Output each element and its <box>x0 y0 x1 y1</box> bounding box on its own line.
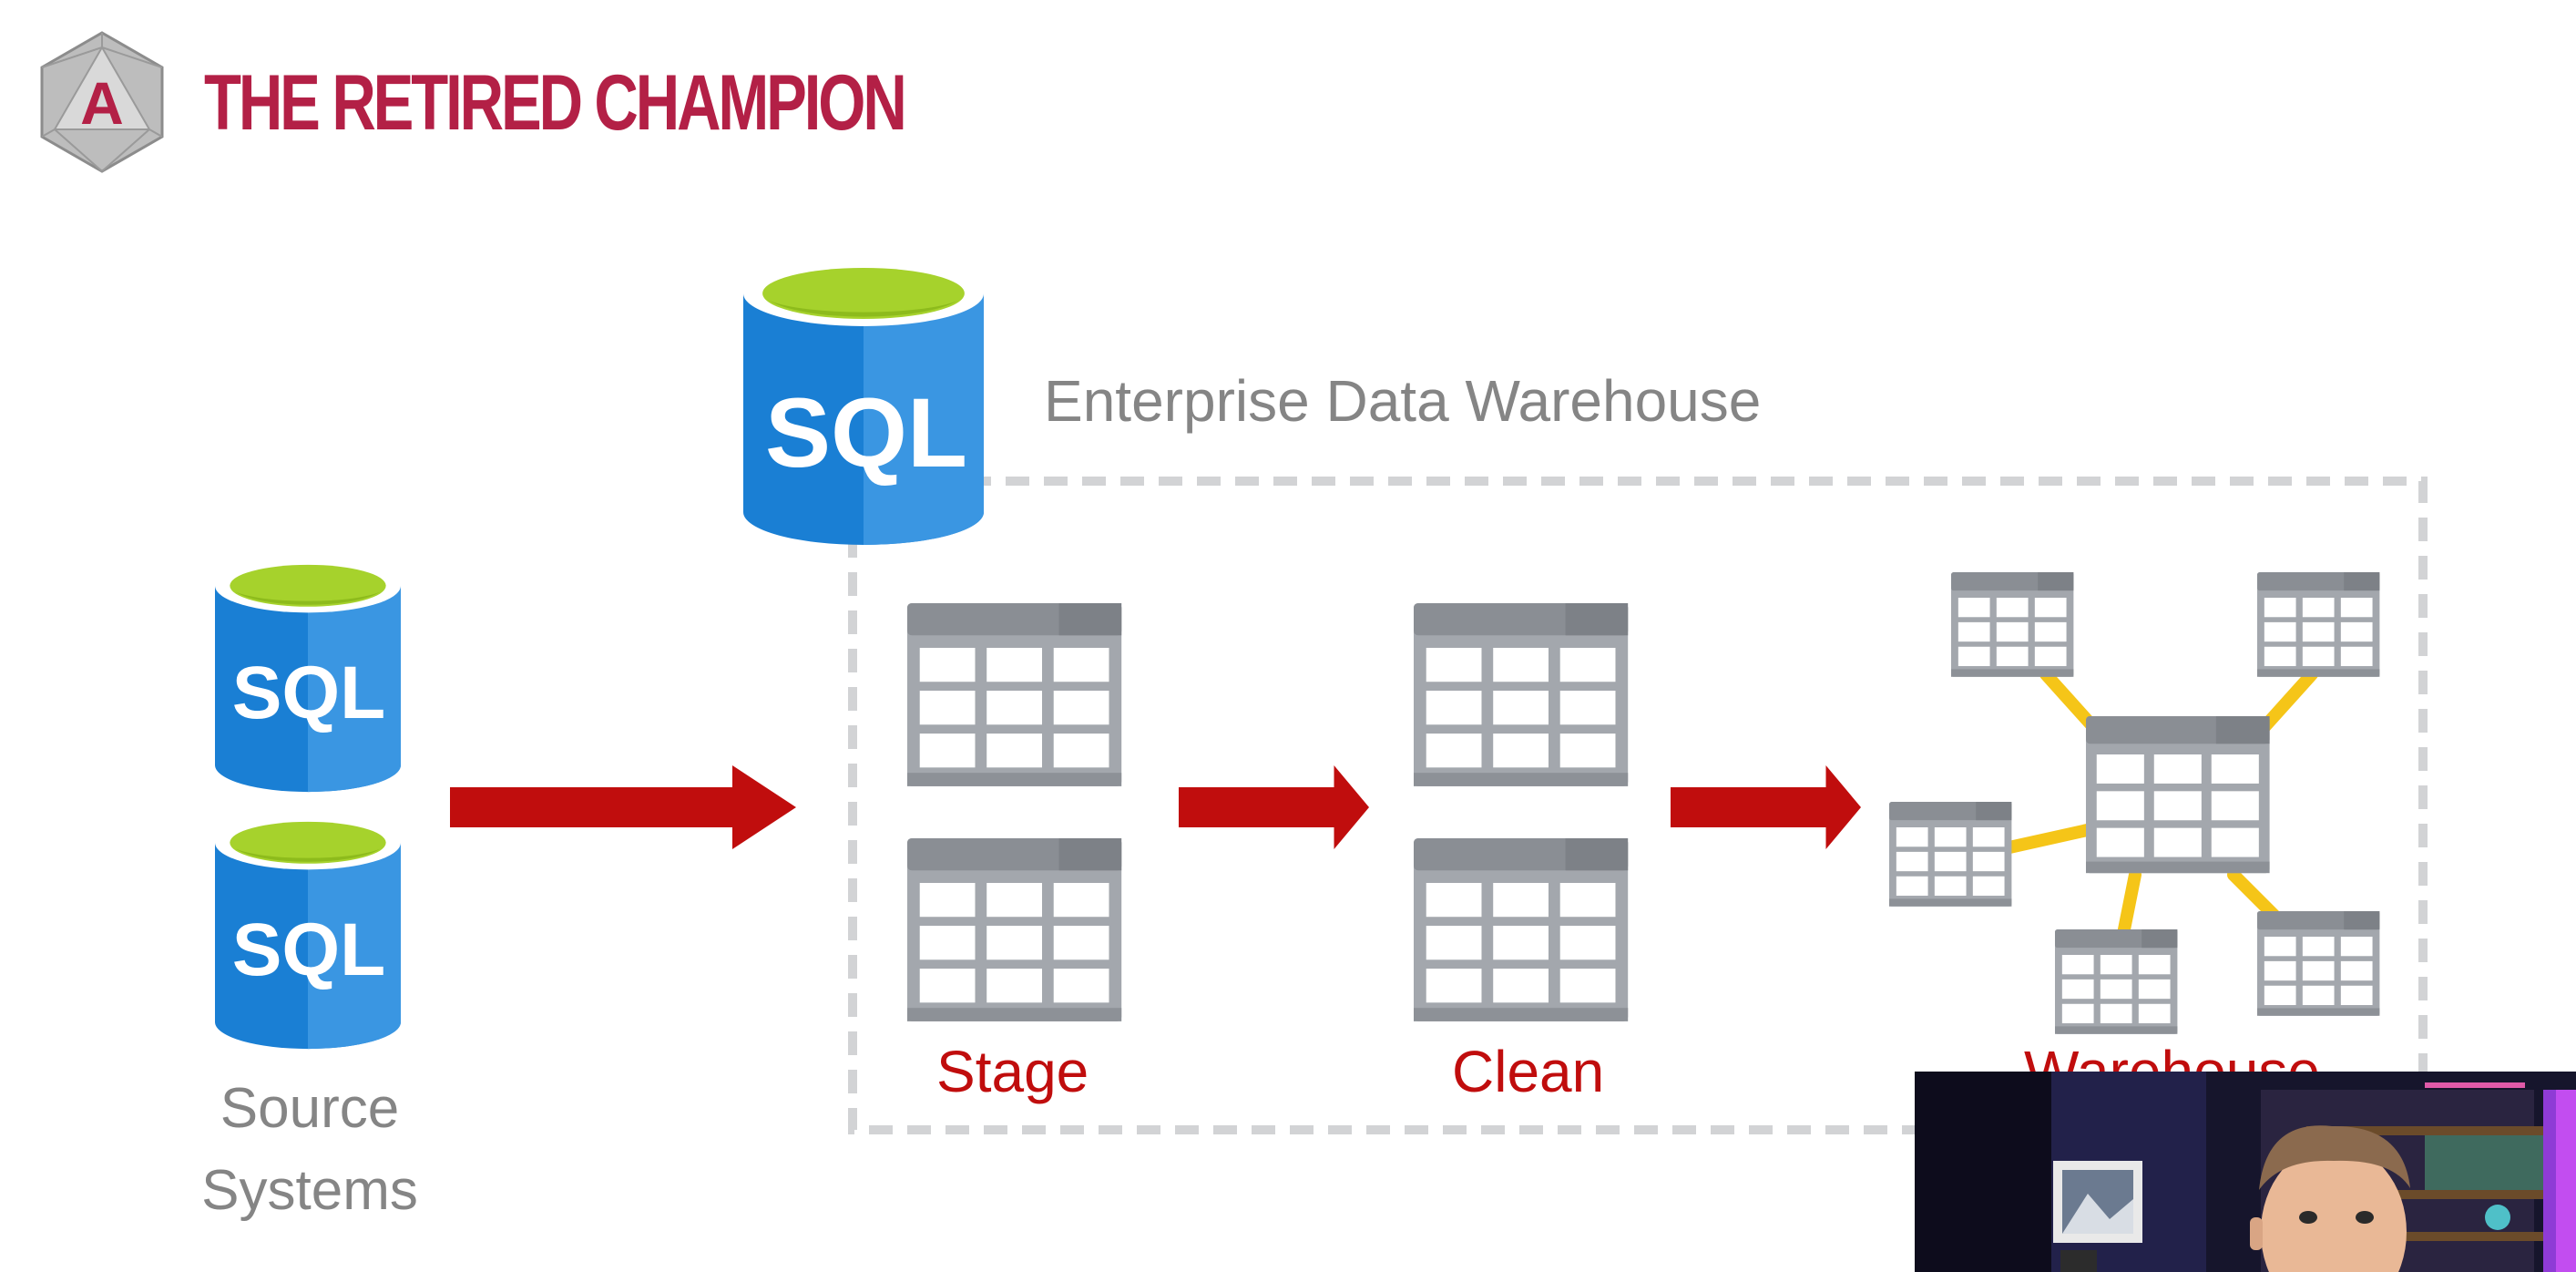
warehouse-dimension-table-icon <box>1951 572 2074 677</box>
clean-table-icon <box>1414 838 1629 1021</box>
edw-container-title: Enterprise Data Warehouse <box>1044 368 1762 434</box>
source-systems-label: Source Systems <box>201 1077 418 1222</box>
clean-label: Clean <box>1452 1039 1605 1104</box>
warehouse-dimension-table-icon <box>2055 929 2178 1034</box>
stage-table-icon <box>907 838 1122 1021</box>
brand-logo-letter: A <box>80 69 124 137</box>
warehouse-dimension-table-icon <box>2257 911 2380 1016</box>
stage-label: Stage <box>936 1039 1089 1104</box>
stage-table-icon <box>907 603 1122 786</box>
warehouse-fact-table-icon <box>2086 716 2270 874</box>
source-database-label: SQL <box>232 651 386 734</box>
presenter-webcam-overlay <box>1915 1072 2576 1272</box>
clean-table-icon <box>1414 603 1629 786</box>
flow-arrow-clean-to-warehouse <box>1671 765 1861 849</box>
brand-title: THE RETIRED CHAMPION <box>204 59 907 147</box>
flow-arrow-source-to-stage <box>450 765 796 849</box>
source-database-label: SQL <box>232 908 386 991</box>
star-schema-connectors <box>2003 668 2318 945</box>
warehouse-dimension-table-icon <box>2257 572 2380 677</box>
brand-logo-icon: A <box>40 31 164 173</box>
flow-arrow-stage-to-clean <box>1179 765 1369 849</box>
edw-container-border <box>848 477 2428 1134</box>
presenter-video-icon <box>1915 1072 2576 1272</box>
edw-database-label: SQL <box>765 377 967 487</box>
warehouse-dimension-table-icon <box>1889 802 2012 907</box>
